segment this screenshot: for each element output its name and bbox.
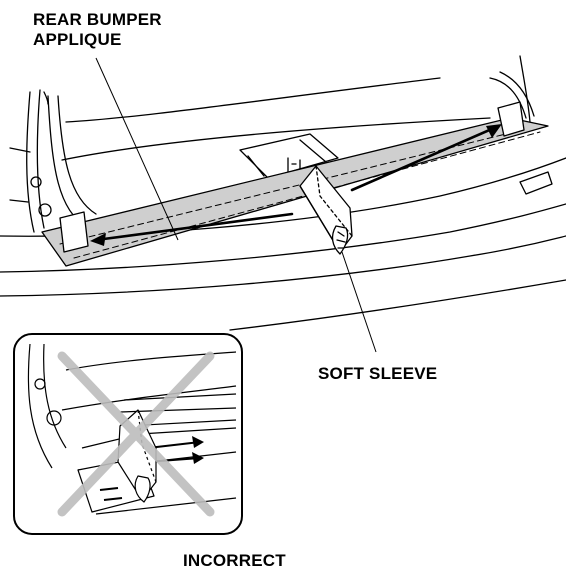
tape-left — [59, 211, 89, 253]
arrow-left-head — [90, 233, 106, 246]
left-body-edge — [9, 89, 52, 233]
rear-bumper-applique-label-line1: REAR BUMPER — [33, 10, 162, 29]
arrow-right — [350, 126, 496, 192]
inset-arrow-head-1 — [192, 436, 204, 448]
incorrect-inset — [13, 333, 243, 535]
soft-sleeve-label: SOFT SLEEVE — [318, 364, 438, 383]
rear-bumper-applique — [41, 117, 549, 267]
arrow-left — [94, 212, 294, 242]
tape-right — [497, 101, 525, 137]
incorrect-label: INCORRECT — [183, 551, 286, 570]
inset-arrow-head-2 — [192, 452, 204, 464]
rear-bumper-applique-label-line2: APPLIQUE — [33, 30, 122, 49]
sleeve-leader-line — [341, 251, 377, 353]
incorrect-cross-mark — [57, 351, 215, 517]
main-illustration — [0, 55, 566, 331]
soft-sleeve-main — [299, 165, 353, 255]
arrow-right-head — [486, 124, 502, 138]
applique-leader-line — [95, 57, 179, 241]
